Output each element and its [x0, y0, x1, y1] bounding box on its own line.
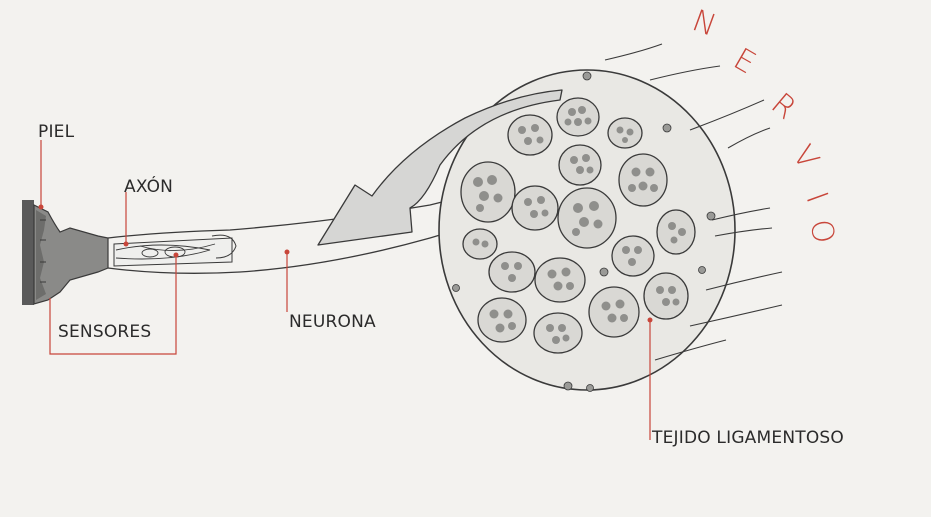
label-axon: AXÓN: [124, 177, 173, 197]
label-tejido-ligamentoso: TEJIDO LIGAMENTOSO: [652, 428, 844, 448]
label-sensores: SENSORES: [58, 322, 151, 342]
nerve-cross-section: [439, 44, 782, 392]
label-neurona: NEURONA: [289, 312, 376, 332]
skin-block: [22, 200, 108, 305]
label-piel: PIEL: [38, 122, 74, 142]
